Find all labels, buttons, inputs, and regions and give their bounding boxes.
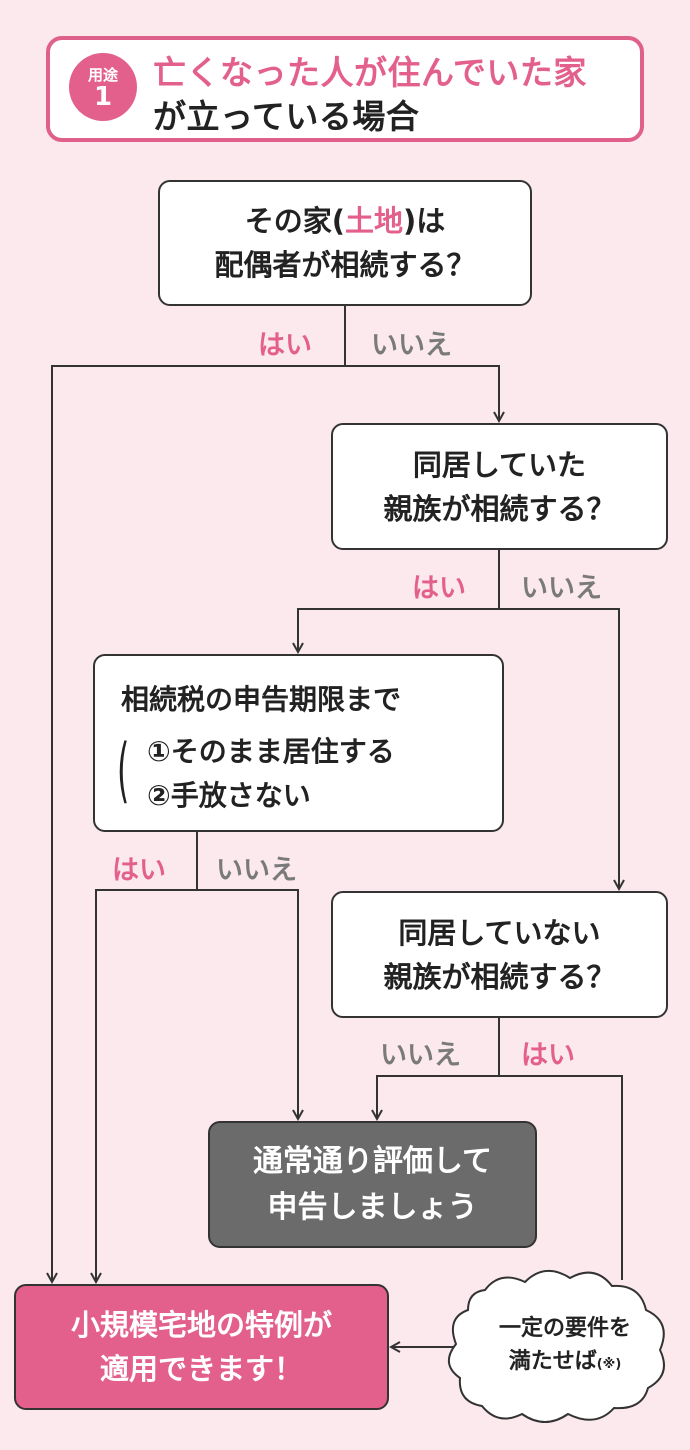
answer-no-q3: いいえ — [216, 855, 297, 886]
q1-pre: その家( — [244, 204, 345, 238]
question-noncohabiting-relative: 同居していない 親族が相続する？ — [331, 891, 668, 1018]
condition-item-keep: ②手放さない — [147, 779, 311, 812]
question-spouse-line2: 配偶者が相続する？ — [214, 248, 476, 282]
question-cohabiting-line2: 親族が相続する？ — [383, 491, 616, 526]
connector-q4-yes — [499, 1075, 623, 1280]
condition-note: (※) — [596, 1357, 622, 1372]
answer-yes-q3: はい — [112, 855, 166, 886]
connector-q2-yes — [298, 608, 499, 652]
result-normal-valuation: 通常通り評価して 申告しましょう — [208, 1121, 537, 1248]
answer-yes-q2: はい — [412, 573, 466, 604]
condition-cloud-text: 一定の要件を 満たせば(※) — [470, 1312, 660, 1381]
connector-q1-no — [345, 365, 499, 421]
usage-number: 1 — [93, 82, 113, 112]
q1-highlight-land: 土地 — [344, 204, 403, 238]
connector-q4-no — [377, 1075, 499, 1119]
result-special-line2: 適用できます！ — [99, 1352, 303, 1386]
question-cohabiting-line1: 同居していた — [412, 447, 587, 482]
result-normal-line1: 通常通り評価して — [252, 1143, 493, 1179]
answer-yes-q4: はい — [521, 1040, 575, 1071]
question-noncohabiting-line1: 同居していない — [398, 915, 601, 950]
condition-line2-wrap: 満たせば(※) — [470, 1345, 660, 1381]
usage-badge: 用途 1 — [69, 53, 137, 121]
result-special-exemption: 小規模宅地の特例が 適用できます！ — [14, 1284, 389, 1410]
title-line2: が立っている場合 — [153, 97, 420, 136]
condition-line2: 満たせば — [508, 1349, 597, 1374]
condition-line1: 一定の要件を — [498, 1316, 631, 1341]
connector-q3-yes — [96, 889, 197, 1282]
answer-no-q4: いいえ — [380, 1040, 461, 1071]
answer-no-q1: いいえ — [371, 330, 452, 361]
title-banner: 用途 1 亡くなった人が住んでいた家 が立っている場合 — [46, 36, 644, 142]
condition-item-reside: ①そのまま居住する — [147, 735, 395, 768]
connector-q1-yes — [52, 365, 345, 1282]
question-noncohabiting-line2: 親族が相続する？ — [383, 959, 616, 994]
result-normal-line2: 申告しましょう — [267, 1189, 478, 1225]
answer-no-q2: いいえ — [521, 573, 602, 604]
connector-q2-no — [499, 608, 619, 889]
condition-cloud-shape — [448, 1270, 665, 1423]
question-residence-conditions: 相続税の申告期限まで ( ①そのまま居住する ②手放さない — [93, 654, 504, 832]
answer-yes-q1: はい — [258, 330, 312, 361]
question-spouse-inherits: その家(土地)は 配偶者が相続する？ — [158, 180, 532, 306]
question-conditions-heading: 相続税の申告期限まで — [121, 683, 402, 716]
bracket-decoration: ( — [117, 729, 130, 811]
title-line1: 亡くなった人が住んでいた家 — [153, 53, 587, 92]
connector-q3-no — [197, 889, 298, 1119]
q1-post: )は — [403, 204, 446, 238]
question-cohabiting-relative: 同居していた 親族が相続する？ — [331, 423, 668, 550]
result-special-line1: 小規模宅地の特例が — [70, 1308, 332, 1342]
usage-label: 用途 — [87, 66, 118, 84]
question-spouse-line1: その家(土地)は — [245, 199, 446, 243]
